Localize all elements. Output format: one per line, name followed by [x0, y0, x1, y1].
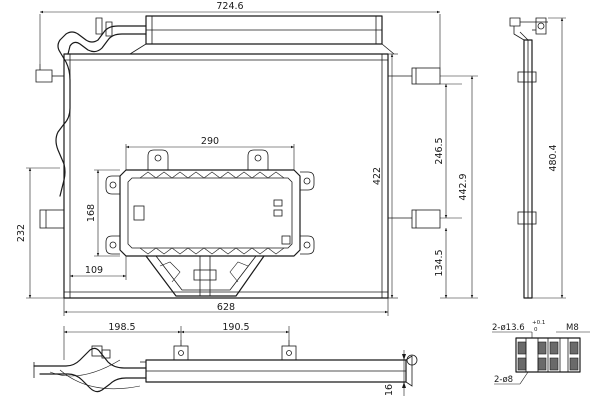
bracket-tab-left-upper	[105, 175, 120, 195]
bracket-tab-right-lower	[300, 235, 315, 255]
front-view: 724.6 290 422 246.5 442.9 134.5 232	[16, 1, 478, 316]
side-view: 480.4	[509, 17, 566, 299]
bracket-tab-left-lower	[105, 235, 120, 255]
dim-bottom-height: 16	[384, 384, 395, 396]
fan-bracket	[105, 149, 315, 297]
dim-bottom-pos-1: 198.5	[108, 322, 135, 333]
dim-lower-offset: 134.5	[434, 249, 445, 276]
detail-hole-tol-upper: +0.1	[532, 320, 545, 326]
dim-side-height: 480.4	[548, 144, 559, 171]
detail-thread-label: M8	[566, 323, 579, 333]
dim-core-height: 422	[372, 167, 383, 185]
dim-left-offset: 109	[85, 265, 103, 276]
refrigerant-pipe	[55, 25, 147, 197]
bottom-view: 198.5 190.5 16	[33, 322, 418, 396]
bracket-tab-right-upper	[300, 171, 315, 191]
detail-hole-tol-lower: 0	[534, 327, 538, 333]
bracket-tab-top-left	[147, 149, 169, 170]
dim-upper-offset: 246.5	[434, 137, 445, 164]
dim-bracket-height: 168	[86, 204, 97, 222]
detail-pin-label: 2-ø8	[494, 375, 513, 385]
dim-core-width: 628	[217, 302, 235, 313]
dim-mount-height: 442.9	[458, 173, 469, 200]
side-bracket-left	[39, 209, 65, 229]
dim-left-height: 232	[16, 224, 27, 242]
dim-overall-width: 724.6	[216, 1, 243, 12]
dim-bracket-width: 290	[201, 136, 219, 147]
detail-view: 2-ø13.6 +0.1 0 M8 2-ø8	[492, 320, 590, 385]
detail-hole-label: 2-ø13.6	[492, 323, 525, 333]
detail-hole-prefix: 2-ø13.6	[492, 323, 525, 333]
bracket-tab-top-right	[247, 149, 269, 170]
dim-bottom-pos-2: 190.5	[222, 322, 249, 333]
condenser-core	[63, 53, 389, 299]
